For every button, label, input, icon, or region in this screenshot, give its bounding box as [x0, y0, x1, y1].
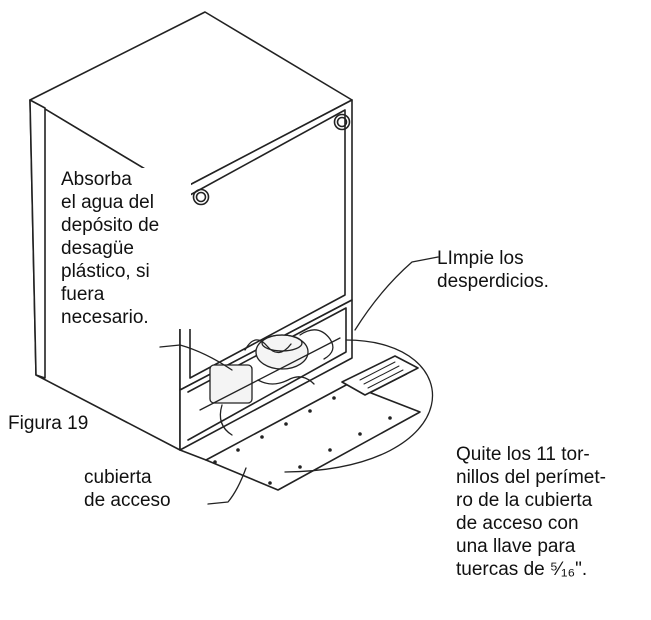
- leader-cover: [207, 467, 247, 505]
- access-cover-panel: [179, 355, 421, 491]
- door-edge-strip: [29, 99, 46, 379]
- coil-tube-2: [299, 329, 334, 360]
- bottom-edge: [179, 449, 207, 461]
- mounting-holes: [192, 113, 351, 206]
- mount-hole-right-inner: [336, 116, 348, 128]
- label-remove-screws: Quite los 11 tor- nillos del perímet- ro…: [456, 444, 606, 580]
- leader-lines: [159, 256, 439, 505]
- perimeter-screws: [213, 396, 392, 485]
- figure-caption: Figura 19: [8, 413, 89, 434]
- label-absorb-water: Absorba el agua del depósito de desagüe …: [61, 168, 191, 329]
- coil-tube-1: [244, 339, 292, 354]
- lower-compartment: [179, 299, 353, 451]
- label-clean-debris: LImpie los desperdicios.: [437, 248, 549, 292]
- leader-clean: [354, 256, 439, 331]
- compressor-top: [261, 334, 303, 352]
- access-cover-plate: [205, 383, 421, 491]
- mount-hole-left: [192, 188, 210, 206]
- internal-components: [199, 329, 341, 436]
- label-access-cover: cubierta de acceso: [84, 467, 171, 511]
- vent-slots: [359, 361, 408, 393]
- drain-tank: [209, 364, 253, 404]
- mount-hole-right: [333, 113, 351, 131]
- coil-tube-3: [257, 376, 315, 385]
- frame-line: [199, 337, 341, 411]
- coil-tube-4: [219, 404, 233, 436]
- leader-screws: [284, 339, 433, 473]
- mount-hole-left-inner: [195, 191, 207, 203]
- leader-absorb: [159, 344, 233, 371]
